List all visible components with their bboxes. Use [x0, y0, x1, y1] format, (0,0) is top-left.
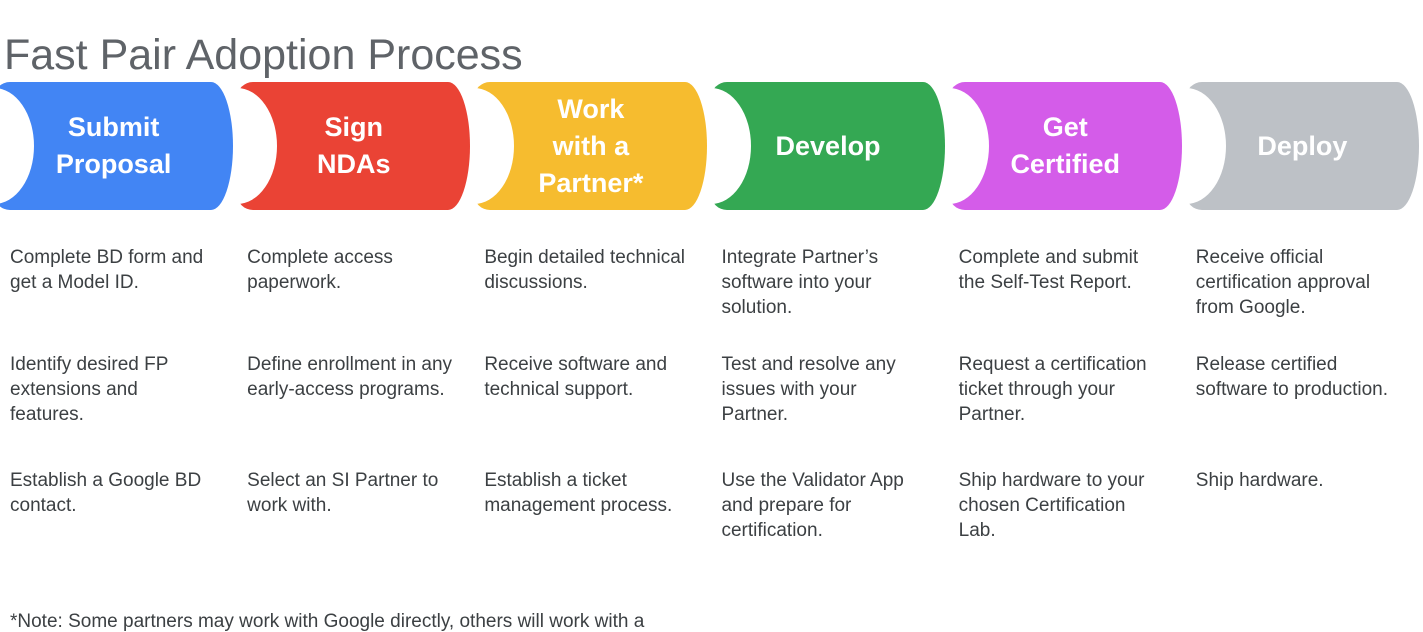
- stage-sign-ndas: Sign NDAs: [197, 82, 474, 210]
- stage-get-certified: Get Certified: [908, 82, 1186, 210]
- stage-develop: Develop: [671, 82, 948, 210]
- step-text: Integrate Partner’s software into your s…: [721, 247, 879, 318]
- stage-work-with-partner: Work with a Partner*: [434, 82, 711, 210]
- step-text: Receive software and technical support.: [484, 354, 668, 400]
- step-text: Complete BD form and get a Model ID.: [10, 247, 204, 293]
- step-text: Complete access paperwork.: [247, 247, 393, 293]
- stage-pill-deploy: Deploy: [1145, 82, 1419, 210]
- step-text: Establish a Google BD contact.: [10, 470, 202, 516]
- step-text: Request a certification ticket through y…: [958, 354, 1147, 425]
- stage-label: Deploy: [1257, 130, 1348, 161]
- stage-descriptions-grid: Complete BD form and get a Model ID. Com…: [0, 245, 1423, 543]
- step-text: Select an SI Partner to work with.: [247, 470, 439, 516]
- stage-label: Get Certified: [1010, 112, 1120, 179]
- page-title: Fast Pair Adoption Process: [4, 30, 523, 79]
- step-text: Use the Validator App and prepare for ce…: [721, 470, 904, 541]
- stage-pill-get-certified: Get Certified: [908, 82, 1182, 210]
- step-text: Define enrollment in any early-access pr…: [247, 354, 453, 400]
- stage-deploy: Deploy: [1145, 82, 1423, 210]
- step-text: Ship hardware to your chosen Certificati…: [958, 470, 1145, 541]
- stage-label: Submit Proposal: [55, 112, 172, 179]
- stage-label: Work with a Partner*: [538, 93, 644, 198]
- stage-submit-proposal: Submit Proposal: [0, 82, 237, 210]
- process-stages-row: Submit Proposal Sign NDAs Work with a Pa…: [0, 82, 1423, 210]
- footnote: *Note: Some partners may work with Googl…: [10, 611, 645, 632]
- step-text: Receive official certification approval …: [1195, 247, 1371, 318]
- step-text: Release certified software to production…: [1195, 354, 1388, 400]
- stage-pill-submit-proposal: Submit Proposal: [0, 82, 234, 210]
- stage-label: Develop: [775, 130, 881, 161]
- step-text: Complete and submit the Self-Test Report…: [958, 247, 1139, 293]
- step-text: Identify desired FP extensions and featu…: [10, 354, 169, 425]
- step-text: Begin detailed technical discussions.: [484, 247, 686, 293]
- step-text: Ship hardware.: [1195, 470, 1324, 491]
- stage-label: Sign NDAs: [316, 112, 391, 179]
- step-text: Establish a ticket management process.: [484, 470, 673, 516]
- stage-pill-develop: Develop: [671, 82, 945, 210]
- step-text: Test and resolve any issues with your Pa…: [721, 354, 896, 425]
- stage-pill-sign-ndas: Sign NDAs: [197, 82, 471, 210]
- stage-pill-work-with-partner: Work with a Partner*: [434, 82, 708, 210]
